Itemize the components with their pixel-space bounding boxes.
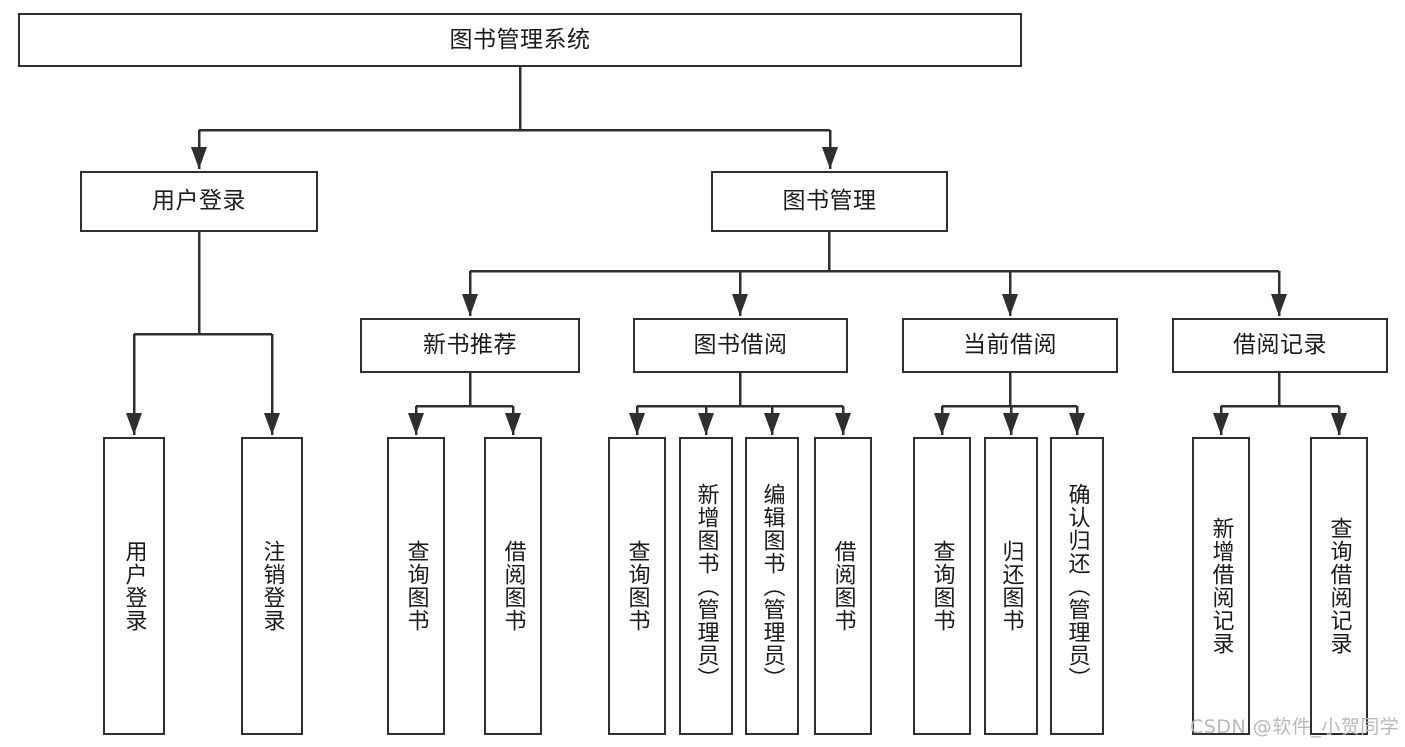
node-leaf-borrow-book-recommend[interactable]: 借阅图书 — [484, 437, 542, 735]
node-label-root: 图书管理系统 — [449, 26, 591, 53]
node-label-user-login: 用户登录 — [152, 188, 246, 215]
node-label-leaf-add-book-admin: 新增图书（管理员） — [693, 482, 719, 690]
node-label-leaf-user-login: 用户登录 — [121, 540, 147, 632]
node-label-leaf-logout: 注销登录 — [259, 540, 285, 632]
conn-bm-bus-arrowhead-2 — [1002, 294, 1018, 316]
node-label-borrow-records: 借阅记录 — [1233, 332, 1327, 359]
node-leaf-query-book-current[interactable]: 查询图书 — [913, 437, 971, 735]
conn-br-bus-arrowhead-0 — [1213, 413, 1229, 435]
node-label-new-book-recommend: 新书推荐 — [423, 332, 517, 359]
conn-cb-bus-arrowhead-0 — [934, 413, 950, 435]
conn-bb-bus-arrowhead-1 — [698, 413, 714, 435]
node-label-leaf-borrow-book-recommend: 借阅图书 — [500, 540, 526, 632]
node-leaf-add-borrow-record[interactable]: 新增借阅记录 — [1192, 437, 1250, 735]
node-label-book-management: 图书管理 — [782, 188, 877, 215]
node-label-leaf-return-book: 归还图书 — [998, 540, 1024, 632]
node-label-current-borrow: 当前借阅 — [963, 332, 1057, 359]
node-leaf-return-book[interactable]: 归还图书 — [984, 437, 1038, 735]
node-label-leaf-query-borrow-record: 查询借阅记录 — [1326, 517, 1352, 655]
node-label-leaf-query-book-recommend: 查询图书 — [403, 540, 429, 632]
conn-cb-bus-arrowhead-2 — [1069, 413, 1085, 435]
conn-bm-bus-arrowhead-0 — [462, 294, 478, 316]
conn-nbr-bus-arrowhead-1 — [505, 413, 521, 435]
node-new-book-recommend[interactable]: 新书推荐 — [360, 318, 580, 373]
node-current-borrow[interactable]: 当前借阅 — [902, 318, 1118, 373]
conn-ul-bus-arrowhead-1 — [264, 413, 280, 435]
node-root[interactable]: 图书管理系统 — [18, 13, 1022, 67]
node-book-borrow[interactable]: 图书借阅 — [633, 318, 848, 373]
conn-bb-bus-arrowhead-3 — [835, 413, 851, 435]
node-label-book-borrow: 图书借阅 — [693, 332, 788, 359]
node-leaf-query-book-recommend[interactable]: 查询图书 — [387, 437, 445, 735]
node-label-leaf-confirm-return-admin: 确认归还（管理员） — [1064, 482, 1090, 690]
node-book-management[interactable]: 图书管理 — [711, 171, 948, 232]
node-label-leaf-query-book-current: 查询图书 — [929, 540, 955, 632]
conn-nbr-bus-arrowhead-0 — [408, 413, 424, 435]
node-borrow-records[interactable]: 借阅记录 — [1172, 318, 1388, 373]
conn-root-bus-arrowhead-0 — [191, 147, 207, 169]
conn-bb-bus-arrowhead-0 — [629, 413, 645, 435]
conn-ul-bus-arrowhead-0 — [126, 413, 142, 435]
conn-cb-bus-arrowhead-1 — [1003, 413, 1019, 435]
node-label-leaf-add-borrow-record: 新增借阅记录 — [1208, 517, 1234, 655]
node-leaf-logout[interactable]: 注销登录 — [241, 437, 303, 735]
conn-bm-bus-arrowhead-3 — [1271, 294, 1287, 316]
conn-br-bus-arrowhead-1 — [1331, 413, 1347, 435]
conn-bm-bus-arrowhead-1 — [732, 294, 748, 316]
node-leaf-borrow-book[interactable]: 借阅图书 — [814, 437, 872, 735]
node-label-leaf-edit-book-admin: 编辑图书（管理员） — [759, 482, 785, 690]
node-leaf-add-book-admin[interactable]: 新增图书（管理员） — [679, 437, 733, 735]
node-leaf-user-login[interactable]: 用户登录 — [103, 437, 165, 735]
node-leaf-confirm-return-admin[interactable]: 确认归还（管理员） — [1050, 437, 1104, 735]
node-label-leaf-query-book-borrow: 查询图书 — [624, 540, 650, 632]
node-leaf-query-borrow-record[interactable]: 查询借阅记录 — [1310, 437, 1368, 735]
node-label-leaf-borrow-book: 借阅图书 — [830, 540, 856, 632]
conn-bb-bus-arrowhead-2 — [764, 413, 780, 435]
node-leaf-query-book-borrow[interactable]: 查询图书 — [608, 437, 666, 735]
conn-root-bus-arrowhead-1 — [822, 147, 838, 169]
node-leaf-edit-book-admin[interactable]: 编辑图书（管理员） — [745, 437, 799, 735]
node-user-login[interactable]: 用户登录 — [80, 171, 318, 232]
